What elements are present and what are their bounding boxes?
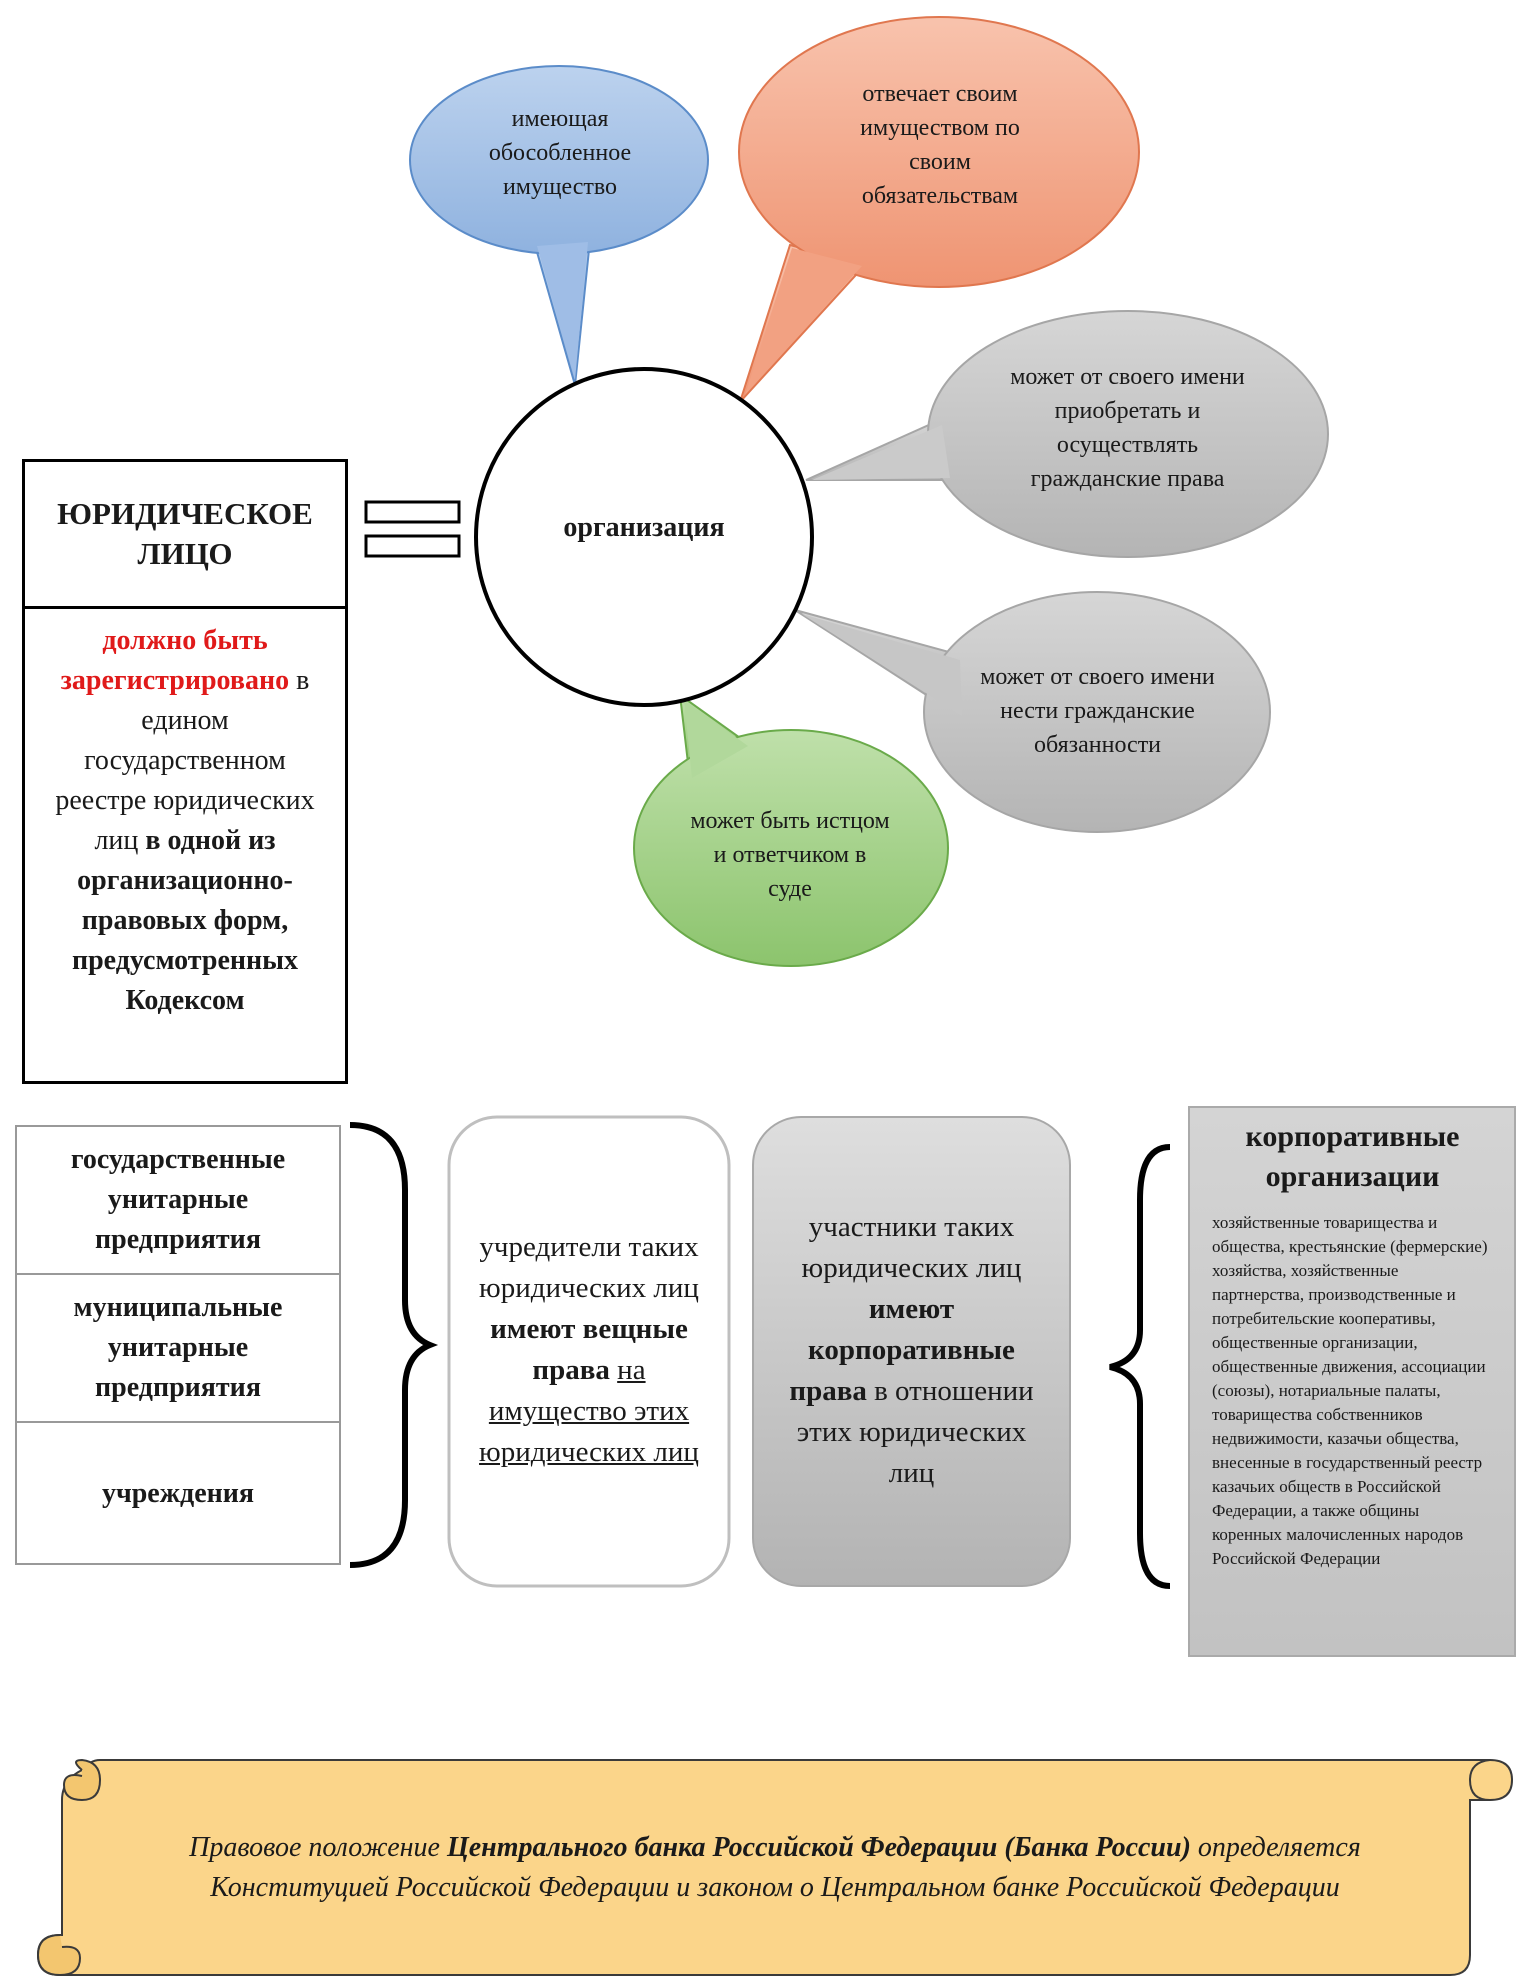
bubble-property-text: имеющая обособленное имущество (488, 106, 632, 200)
corporate-title: корпоративные организации (1245, 1120, 1460, 1193)
real-rights-text: имеют вещные права (490, 1313, 688, 1386)
bubble-court-text: может быть истцом и ответчиком в суде (690, 808, 890, 902)
bubble-duties-text: может от своего имени нести гражданские … (980, 663, 1215, 758)
registry-text: в едином государственном реестре юридиче… (55, 665, 315, 856)
regarding-entities-text: в отношении этих юридических лиц (796, 1374, 1034, 1489)
founders-box: учредители таких юридических лиц имеют в… (470, 1135, 708, 1565)
organization-circle (474, 367, 814, 707)
bubble-court-shape (633, 692, 949, 967)
participants-box-shape (752, 1116, 1071, 1587)
bubble-liability-shape (738, 16, 1140, 403)
founders-text: учредители таких юридических лиц (479, 1231, 699, 1304)
state-unitary-cell: государственные унитарные предприятия (17, 1127, 339, 1275)
unitary-brace (349, 1122, 439, 1568)
legal-entity-title: ЮРИДИЧЕСКОЕ ЛИЦО (25, 462, 345, 609)
corporate-rights-text: имеют корпоративные права (789, 1292, 1015, 1407)
legal-forms-text: в одной из организационно-правовых форм,… (71, 825, 299, 1016)
institutions-cell: учреждения (101, 1478, 255, 1509)
participants-box: участники таких юридических лиц имеют ко… (775, 1135, 1048, 1565)
central-bank-name: Центрального банка Российской Федерации … (446, 1831, 1191, 1863)
equals-sign (364, 500, 461, 558)
corporate-list: хозяйственные товарищества и общества, к… (1212, 1213, 1488, 1568)
founders-box-shape (447, 1115, 731, 1588)
on-property-text: на имущество этих юридических лиц (479, 1354, 699, 1468)
legal-entity-requirement: должно быть зарегистрировано в едином го… (25, 609, 345, 1021)
bubble-rights-text: может от своего имени приобретать и осущ… (1010, 363, 1245, 492)
note-determined-by: определяется Конституцией Российской Фед… (210, 1831, 1361, 1903)
central-bank-note: Правовое положение Центрального банка Ро… (120, 1805, 1430, 1930)
bubble-liability-text: отвечает своим имуществом по своим обяза… (860, 80, 1020, 209)
municipal-unitary-cell: муниципальные унитарные предприятия (17, 1275, 339, 1423)
unitary-table: государственные унитарные предприятия му… (15, 1125, 341, 1565)
bubble-property-shape (409, 65, 709, 386)
bubble-rights-shape (805, 310, 1329, 558)
participants-text: участники таких юридических лиц (801, 1210, 1022, 1284)
corporate-box-shape (1188, 1106, 1516, 1657)
scroll-banner-shape (36, 1758, 1514, 1977)
legal-entity-box: ЮРИДИЧЕСКОЕ ЛИЦО должно быть зарегистрир… (22, 459, 348, 1084)
note-intro: Правовое положение (189, 1831, 440, 1863)
corporate-brace (1109, 1144, 1171, 1589)
registration-required-text: должно быть зарегистрировано (60, 625, 290, 696)
corporate-box: корпоративные организации хозяйственные … (1200, 1117, 1505, 1647)
organization-label: организация (563, 512, 725, 543)
bubble-duties-shape (794, 591, 1271, 833)
